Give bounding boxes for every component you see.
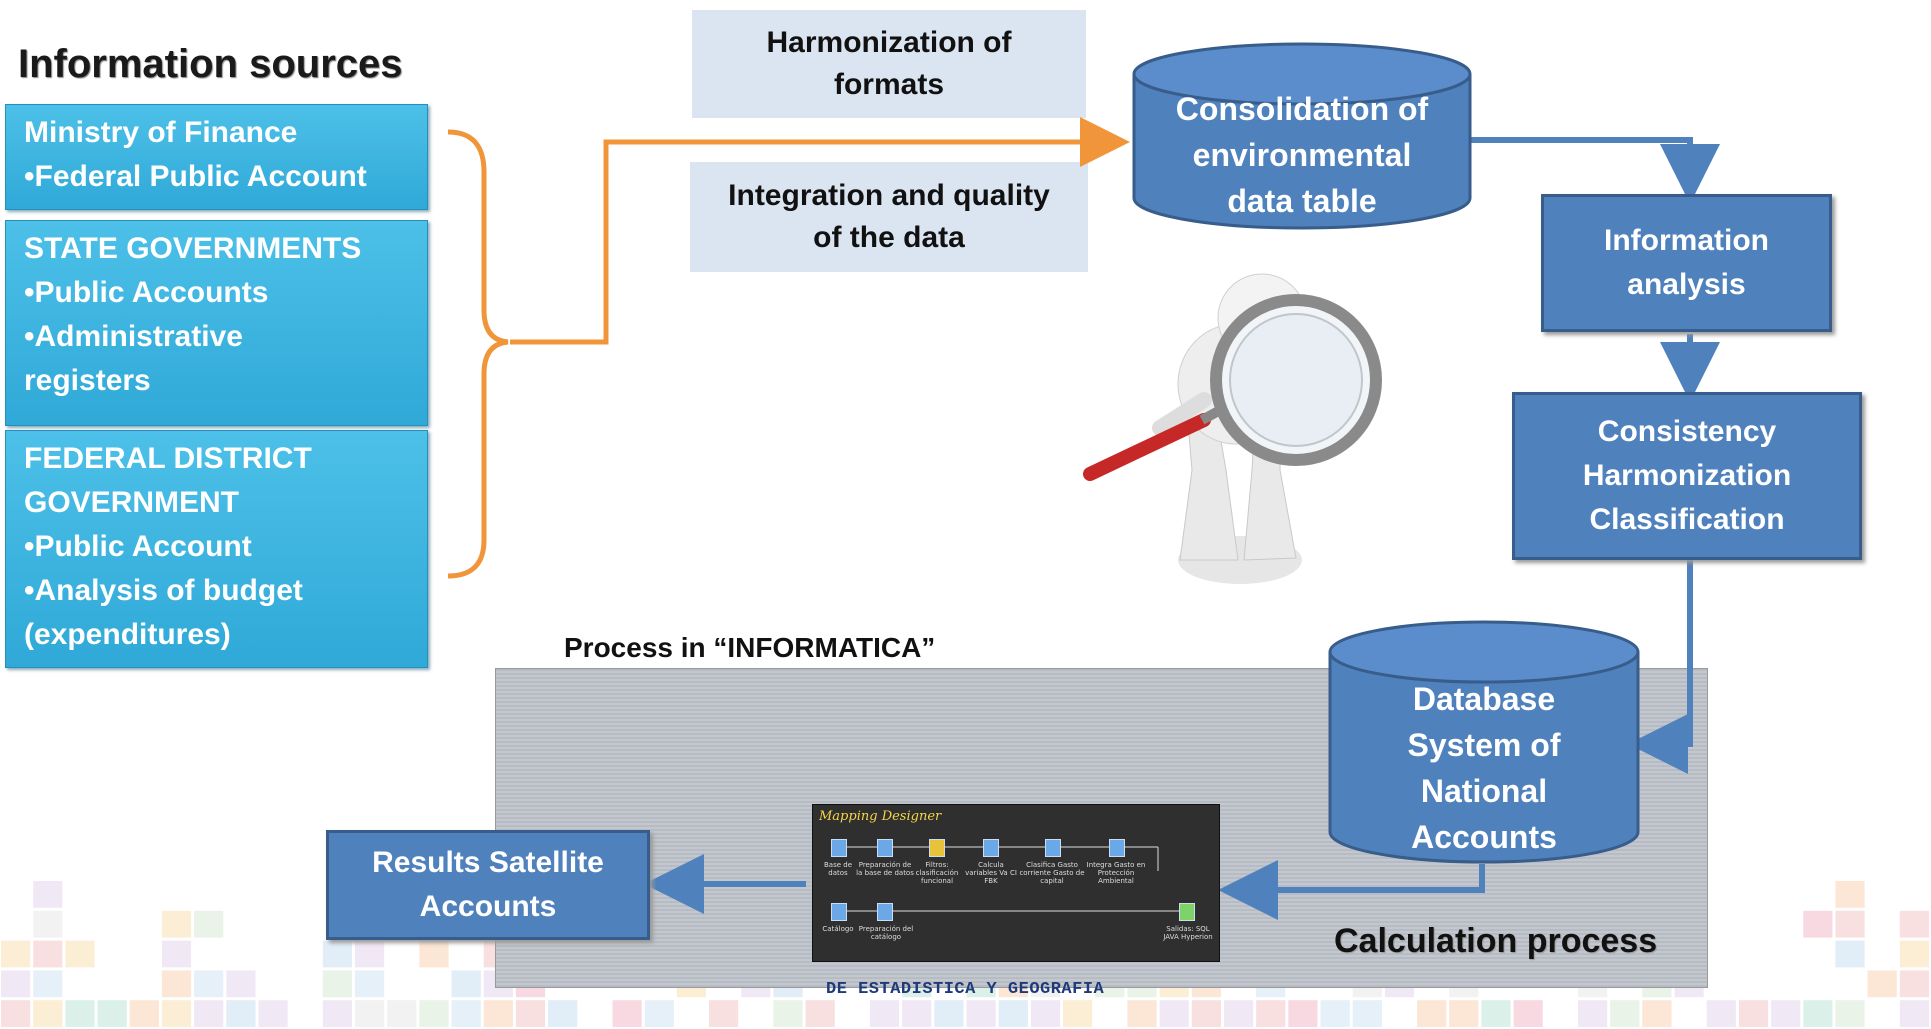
step-line: environmental: [1192, 137, 1412, 173]
mapping-node-label: Preparación de la base de datos: [856, 861, 914, 877]
step-line: Accounts: [1411, 819, 1557, 855]
step-line: data table: [1227, 183, 1377, 219]
source-line: •Analysis of budget: [24, 574, 303, 607]
mapping-node-label: Base de datos: [823, 861, 853, 877]
consistency-box: Consistency Harmonization Classification: [1512, 392, 1862, 560]
source-line: GOVERNMENT: [24, 486, 240, 519]
step-line: analysis: [1627, 268, 1746, 301]
footer-text: DE ESTADISTICA Y GEOGRAFIA: [826, 980, 1105, 999]
source-line: registers: [24, 364, 151, 397]
consolidation-cylinder: [1132, 42, 1472, 230]
mapping-node-label: Clasifica Gasto corriente Gasto de capit…: [1019, 861, 1085, 885]
mapping-node-icon: [877, 839, 893, 857]
database-label: Database System of National Accounts: [1330, 676, 1638, 860]
step-line: Harmonization: [1582, 459, 1792, 492]
harmonization-box: Harmonization of formats: [692, 10, 1086, 118]
mapping-node-icon: [929, 839, 945, 857]
source-line: •Public Accounts: [24, 276, 269, 309]
consolidation-label: Consolidation of environmental data tabl…: [1134, 86, 1470, 224]
source-box-state-governments: STATE GOVERNMENTS •Public Accounts •Admi…: [5, 220, 428, 426]
mapping-node-icon: [983, 839, 999, 857]
information-analysis-box: Information analysis: [1541, 194, 1832, 332]
mapping-title: Mapping Designer: [819, 809, 942, 824]
process-informatica-label: Process in “INFORMATICA”: [564, 632, 936, 663]
step-line: formats: [833, 68, 945, 101]
mapping-node-label: Calcula variables Va CI FBK: [965, 861, 1017, 885]
mapping-designer-screenshot: Mapping Designer Base de datos Preparaci…: [812, 804, 1220, 962]
results-satellite-box: Results Satellite Accounts: [326, 830, 650, 940]
step-line: Results Satellite: [372, 846, 604, 879]
mapping-node-icon: [1109, 839, 1125, 857]
step-line: Consolidation of: [1175, 91, 1429, 127]
step-line: Integration and quality: [728, 179, 1050, 212]
step-line: Information: [1604, 224, 1769, 257]
mapping-output-label: Salidas: SQL JAVA Hyperion: [1163, 925, 1213, 941]
step-line: System of: [1407, 727, 1561, 763]
orange-arrow: [510, 117, 1130, 345]
source-line: •Public Account: [24, 530, 252, 563]
source-line: •Administrative: [24, 320, 243, 353]
database-cylinder: [1328, 620, 1640, 864]
step-line: Classification: [1589, 503, 1785, 536]
mapping-node-label: Filtros: clasificación funcional: [915, 861, 959, 885]
source-line: STATE GOVERNMENTS: [24, 232, 362, 265]
source-line: •Federal Public Account: [24, 160, 367, 193]
mapping-node-icon: [831, 903, 847, 921]
step-line: Harmonization of: [766, 26, 1012, 59]
information-sources-heading: Information sources: [18, 42, 403, 86]
mapping-node-icon: [877, 903, 893, 921]
step-line: Consistency: [1597, 415, 1777, 448]
step-line: Accounts: [419, 890, 557, 923]
arrow-consistency-to-database: [1628, 560, 1693, 774]
integration-box: Integration and quality of the data: [690, 162, 1088, 272]
orange-brace: [447, 129, 509, 579]
magnifier-figure-icon: [1083, 273, 1382, 584]
arrow-consolidation-to-analysis: [1470, 137, 1720, 204]
source-box-ministry-finance: Ministry of Finance •Federal Public Acco…: [5, 104, 428, 210]
mapping-node-label: Catálogo: [822, 925, 854, 933]
step-line: Database: [1412, 681, 1556, 717]
source-line: (expenditures): [24, 618, 231, 651]
mapping-node-icon: [831, 839, 847, 857]
mapping-node-icon: [1179, 903, 1195, 921]
source-box-federal-district: FEDERAL DISTRICT GOVERNMENT •Public Acco…: [5, 430, 428, 668]
mapping-node-label: Preparación del catálogo: [858, 925, 914, 941]
mapping-node-label: Integra Gasto en Protección Ambiental: [1086, 861, 1146, 885]
source-line: Ministry of Finance: [24, 116, 298, 149]
arrow-database-to-mapping: [1218, 860, 1485, 920]
step-line: of the data: [813, 221, 965, 254]
mapping-node-icon: [1045, 839, 1061, 857]
source-line: FEDERAL DISTRICT: [24, 442, 312, 475]
calculation-process-label: Calculation process: [1334, 922, 1658, 960]
step-line: National: [1420, 773, 1548, 809]
